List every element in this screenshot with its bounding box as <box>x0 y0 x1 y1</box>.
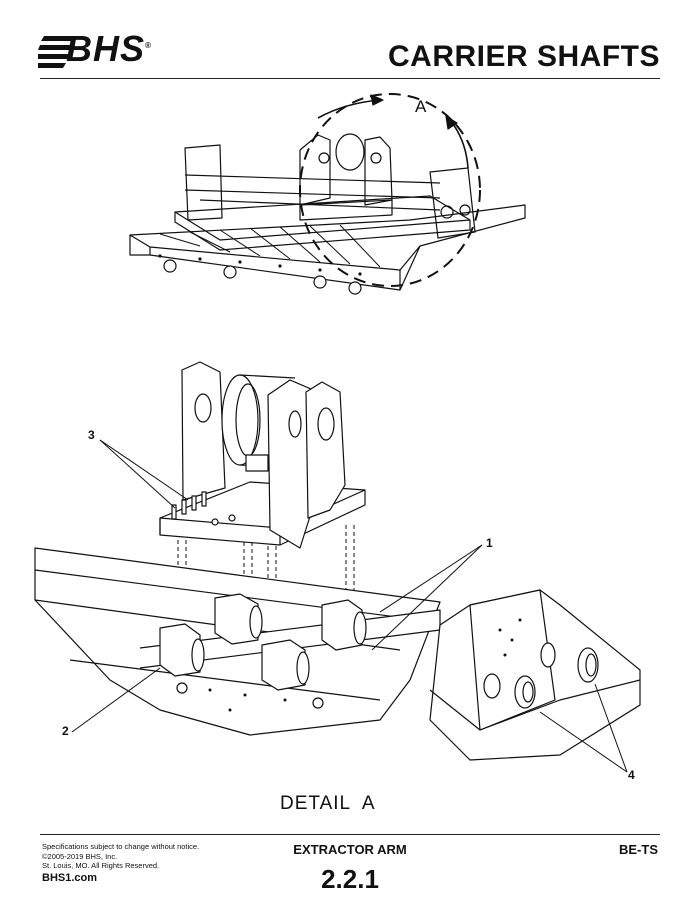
location-text: St. Louis, MO. All Rights Reserved. <box>42 861 160 870</box>
callout-4: 4 <box>628 768 635 782</box>
callout-1: 1 <box>486 536 493 550</box>
website-link[interactable]: BHS1.com <box>42 871 98 884</box>
callout-2: 2 <box>62 724 69 738</box>
callout-3: 3 <box>88 428 95 442</box>
logo-speed-lines <box>38 36 78 68</box>
overview-assembly <box>129 93 526 295</box>
document-code: BE-TS <box>619 842 658 857</box>
section-number: 2.2.1 <box>321 864 379 894</box>
bhs-logo <box>38 30 218 72</box>
section-title: EXTRACTOR ARM <box>293 842 407 857</box>
detail-label: DETAIL A <box>280 793 376 814</box>
leader-lines <box>71 439 628 773</box>
copyright-text: ©2005-2019 BHS, Inc. <box>42 851 118 861</box>
footer-divider <box>40 834 660 835</box>
footer-legal: Specifications subject to change without… <box>42 842 199 883</box>
view-label: A <box>415 97 427 116</box>
logo-text: BHS® <box>66 28 152 69</box>
detail-inset <box>429 589 641 761</box>
header-divider <box>40 78 660 79</box>
page-title: CARRIER SHAFTS <box>387 40 660 73</box>
technical-drawing: A <box>34 93 641 773</box>
detail-assembly <box>34 361 441 736</box>
disclaimer-text: Specifications subject to change without… <box>42 842 200 851</box>
